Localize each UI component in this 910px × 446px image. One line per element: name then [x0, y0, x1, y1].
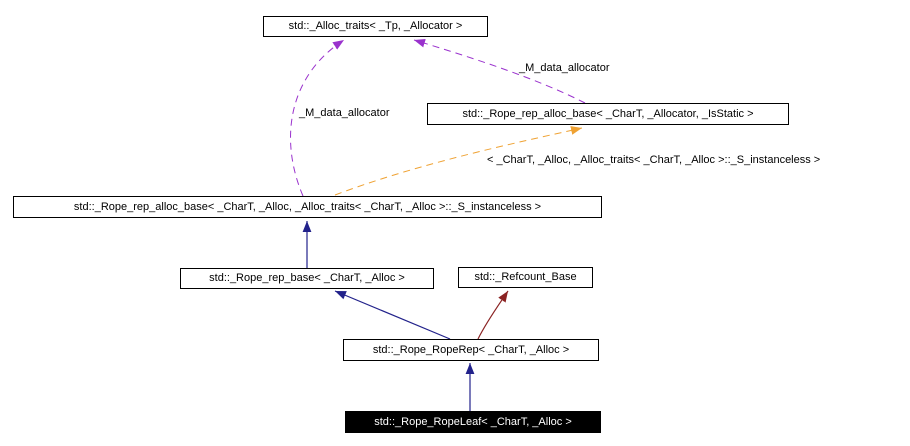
node-alloc-traits[interactable]: std::_Alloc_traits< _Tp, _Allocator >	[263, 16, 488, 37]
node-rope-roperep[interactable]: std::_Rope_RopeRep< _CharT, _Alloc >	[343, 339, 599, 361]
node-rope-ropeleaf-current: std::_Rope_RopeLeaf< _CharT, _Alloc >	[345, 411, 601, 433]
inheritance-edge-roperep-refcount	[477, 290, 509, 340]
edge-label-m-data-allocator-left: _M_data_allocator	[299, 107, 390, 119]
inheritance-edge-roperep-repbase	[334, 290, 451, 340]
usage-edge-right	[413, 38, 586, 104]
node-rope-rep-base[interactable]: std::_Rope_rep_base< _CharT, _Alloc >	[180, 268, 434, 289]
node-refcount-base[interactable]: std::_Refcount_Base	[458, 267, 593, 288]
node-rope-rep-alloc-base-instance[interactable]: std::_Rope_rep_alloc_base< _CharT, _Allo…	[13, 196, 602, 218]
node-rope-rep-alloc-base-template[interactable]: std::_Rope_rep_alloc_base< _CharT, _Allo…	[427, 103, 789, 125]
edge-label-template-args: < _CharT, _Alloc, _Alloc_traits< _CharT,…	[487, 154, 821, 166]
usage-edge-left	[290, 39, 345, 197]
edge-label-m-data-allocator-right: _M_data_allocator	[519, 62, 610, 74]
template-instantiation-edge	[334, 126, 583, 196]
